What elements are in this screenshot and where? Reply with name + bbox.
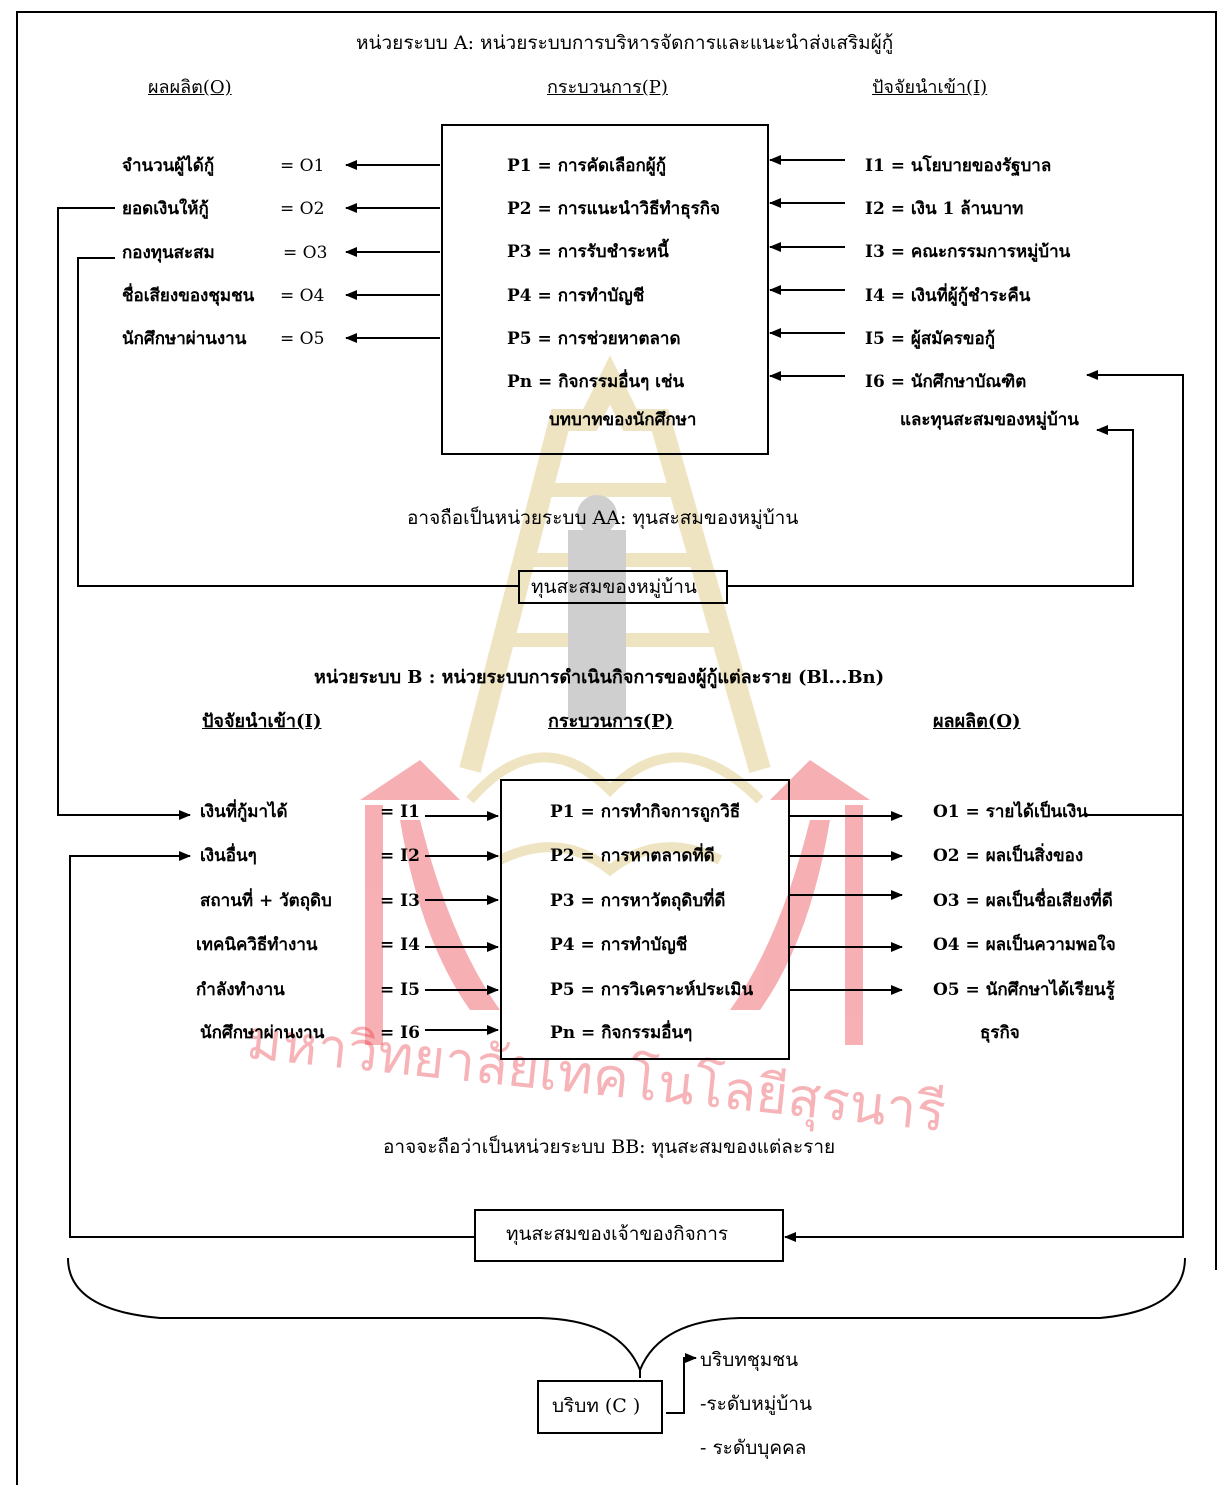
a-input-3: I3 = คณะกรรมการหมู่บ้าน bbox=[865, 242, 1071, 262]
a-input-6: I6 = นักศึกษาบัณฑิต bbox=[865, 372, 1027, 392]
a-process-4: P4 = การทำบัญชี bbox=[507, 286, 645, 306]
system-a-process-header: กระบวนการ(P) bbox=[547, 77, 668, 98]
b-process-2: P2 = การหาตลาดที่ดี bbox=[550, 846, 715, 866]
a-output-5-label: นักศึกษาผ่านงาน bbox=[122, 329, 247, 349]
b-output-5: O5 = นักศึกษาได้เรียนรู้ bbox=[933, 980, 1115, 1000]
a-input-5: I5 = ผู้สมัครขอกู้ bbox=[865, 329, 996, 349]
a-output-1-code: = O1 bbox=[280, 156, 325, 176]
b-input-2-code: = I2 bbox=[380, 846, 420, 866]
context-box bbox=[537, 1380, 663, 1434]
a-input-6-cont: และทุนสะสมของหมู่บ้าน bbox=[900, 410, 1079, 430]
connector-o5-to-owner-capital bbox=[784, 815, 1184, 1242]
connector-capital-to-i6 bbox=[728, 425, 1134, 587]
system-b-process-box bbox=[500, 779, 790, 1060]
connector-owner-capital-to-i2 bbox=[69, 851, 474, 1238]
system-a-note: อาจถือเป็นหน่วยระบบ AA: ทุนสะสมของหมู่บ้… bbox=[407, 507, 799, 529]
connector-context-to-community bbox=[666, 1353, 697, 1414]
a-output-4-code: = O4 bbox=[280, 286, 325, 306]
context-item-2: -ระดับหมู่บ้าน bbox=[700, 1393, 812, 1415]
a-output-2-code: = O2 bbox=[280, 199, 325, 219]
connector-b-o1-to-a-i6 bbox=[1085, 370, 1184, 816]
b-output-1: O1 = รายได้เป็นเงิน bbox=[933, 802, 1088, 822]
a-output-3-code: = O3 bbox=[283, 243, 328, 263]
a-input-2: I2 = เงิน 1 ล้านบาท bbox=[865, 199, 1024, 219]
b-process-3: P3 = การหาวัตถุดิบที่ดี bbox=[550, 891, 726, 911]
system-b-input-header: ปัจจัยนำเข้า(I) bbox=[202, 711, 322, 732]
context-item-1: บริบทชุมชน bbox=[700, 1349, 799, 1371]
b-process-5: P5 = การวิเคราะห์ประเมิน bbox=[550, 980, 754, 1000]
b-input-1-label: เงินที่กู้มาได้ bbox=[200, 802, 288, 822]
b-input-6-code: = I6 bbox=[380, 1023, 420, 1043]
b-input-1-code: = I1 bbox=[380, 802, 420, 822]
system-a-output-header: ผลผลิต(O) bbox=[148, 77, 232, 98]
a-output-2-label: ยอดเงินให้กู้ bbox=[122, 199, 209, 219]
a-process-n-cont: บทบาทของนักศึกษา bbox=[549, 410, 697, 430]
b-input-4-code: = I4 bbox=[380, 935, 420, 955]
b-input-5-label: กำลังทำงาน bbox=[196, 980, 285, 1000]
b-input-6-label: นักศึกษาผ่านงาน bbox=[200, 1023, 325, 1043]
system-b-title: หน่วยระบบ B : หน่วยระบบการดำเนินกิจการขอ… bbox=[314, 667, 885, 688]
context-brace bbox=[67, 1257, 1186, 1373]
a-input-4: I4 = เงินที่ผู้กู้ชำระคืน bbox=[865, 286, 1031, 306]
b-process-n: Pn = กิจกรรมอื่นๆ bbox=[550, 1023, 693, 1043]
system-a-title: หน่วยระบบ A: หน่วยระบบการบริหารจัดการและ… bbox=[356, 32, 894, 54]
b-process-1: P1 = การทำกิจการถูกวิธี bbox=[550, 802, 741, 822]
system-b-process-header: กระบวนการ(P) bbox=[548, 711, 674, 732]
connector-o2-to-b-i1 bbox=[57, 207, 191, 820]
b-process-4: P4 = การทำบัญชี bbox=[550, 935, 688, 955]
a-process-1: P1 = การคัดเลือกผู้กู้ bbox=[507, 156, 667, 176]
system-a-process-box bbox=[441, 124, 769, 455]
b-input-4-label: เทคนิควิธีทำงาน bbox=[196, 935, 318, 955]
a-process-2: P2 = การแนะนำวิธีทำธุรกิจ bbox=[507, 199, 720, 219]
b-output-4: O4 = ผลเป็นความพอใจ bbox=[933, 935, 1116, 955]
system-a-input-header: ปัจจัยนำเข้า(I) bbox=[872, 77, 988, 98]
a-output-1-label: จำนวนผู้ได้กู้ bbox=[122, 156, 215, 176]
connector-o3-to-capital bbox=[77, 257, 518, 587]
a-process-3: P3 = การรับชำระหนี้ bbox=[507, 242, 669, 262]
a-output-4-label: ชื่อเสียงของชุมชน bbox=[122, 286, 255, 306]
b-input-3-label: สถานที่ + วัตถุดิบ bbox=[200, 891, 332, 911]
owner-capital-box bbox=[474, 1209, 784, 1262]
context-item-3: - ระดับบุคคล bbox=[700, 1437, 807, 1459]
a-output-5-code: = O5 bbox=[280, 329, 325, 349]
context-label: บริบท (C ) bbox=[552, 1395, 641, 1417]
a-process-5: P5 = การช่วยหาตลาด bbox=[507, 329, 681, 349]
a-process-n: Pn = กิจกรรมอื่นๆ เช่น bbox=[507, 372, 685, 392]
village-capital-box bbox=[518, 570, 728, 604]
a-output-3-label: กองทุนสะสม bbox=[122, 243, 215, 263]
b-output-3: O3 = ผลเป็นชื่อเสียงที่ดี bbox=[933, 891, 1113, 911]
owner-capital-label: ทุนสะสมของเจ้าของกิจการ bbox=[506, 1223, 729, 1245]
system-b-note: อาจจะถือว่าเป็นหน่วยระบบ BB: ทุนสะสมของแ… bbox=[383, 1136, 836, 1158]
b-input-2-label: เงินอื่นๆ bbox=[200, 846, 257, 866]
b-input-3-code: = I3 bbox=[380, 891, 420, 911]
system-b-output-header: ผลผลิต(O) bbox=[933, 711, 1021, 732]
b-input-5-code: = I5 bbox=[380, 980, 420, 1000]
village-capital-label: ทุนสะสมของหมู่บ้าน bbox=[531, 576, 697, 598]
b-output-5-cont: ธุรกิจ bbox=[980, 1023, 1020, 1043]
b-output-2: O2 = ผลเป็นสิ่งของ bbox=[933, 846, 1084, 866]
a-input-1: I1 = นโยบายของรัฐบาล bbox=[865, 156, 1052, 176]
